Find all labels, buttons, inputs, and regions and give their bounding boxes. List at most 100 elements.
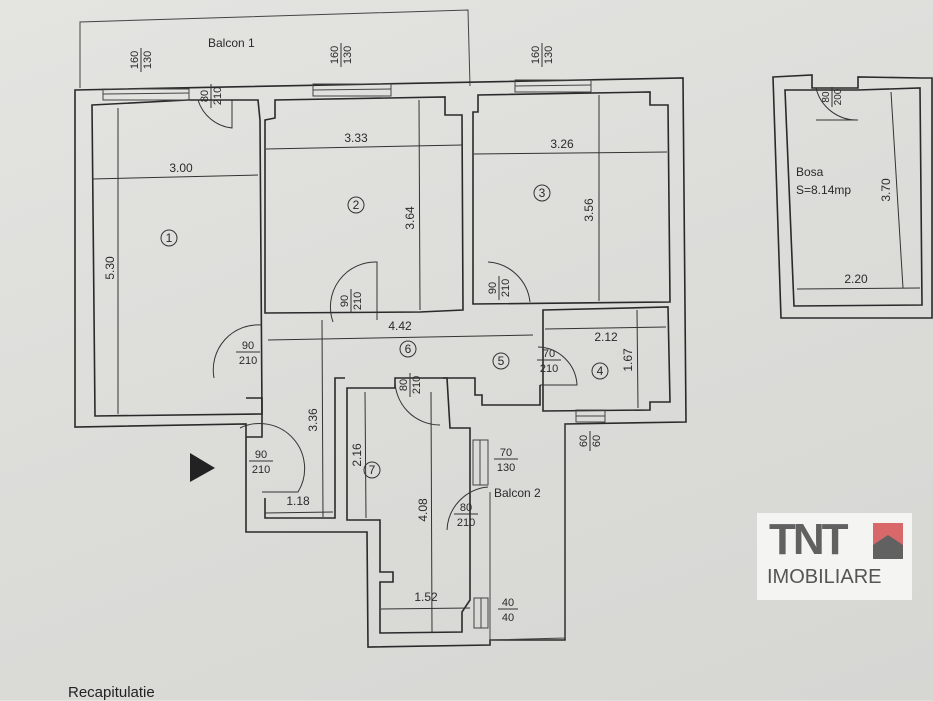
svg-text:60: 60: [578, 435, 590, 447]
svg-text:90: 90: [487, 282, 499, 294]
window-room-2: [312, 83, 392, 97]
balcon-1-label: Balcon 1: [208, 36, 255, 50]
svg-text:200: 200: [833, 88, 844, 105]
tnt-imobiliare-logo: TNT IMOBILIARE: [757, 513, 912, 600]
room-2-wall: [264, 96, 464, 314]
room-3-wall: [472, 91, 671, 305]
svg-text:3.56: 3.56: [582, 198, 596, 222]
bosa-outer-wall: [772, 74, 933, 319]
svg-text:210: 210: [457, 517, 475, 529]
apartment-outer-wall: [74, 77, 687, 648]
svg-text:90: 90: [339, 295, 351, 307]
entrance-arrow-icon: [190, 453, 215, 482]
svg-text:210: 210: [252, 464, 270, 476]
svg-text:40: 40: [502, 612, 514, 624]
recapitulation-heading: Recapitulatie: [68, 684, 155, 701]
window-room-4: [575, 409, 606, 423]
svg-text:1.52: 1.52: [414, 590, 438, 604]
svg-text:2.20: 2.20: [844, 272, 868, 286]
room-number-3: 3: [533, 184, 551, 202]
logo-subtitle: IMOBILIARE: [767, 566, 882, 588]
svg-text:80: 80: [199, 90, 211, 102]
svg-text:4.08: 4.08: [416, 498, 430, 522]
svg-text:130: 130: [543, 46, 555, 64]
svg-text:2.12: 2.12: [594, 330, 618, 344]
svg-text:3.36: 3.36: [306, 408, 320, 432]
room-number-5: 5: [492, 352, 510, 370]
room-number-4: 4: [591, 362, 609, 380]
room-5-wall: [443, 377, 541, 406]
svg-text:3.00: 3.00: [169, 161, 193, 175]
svg-text:160: 160: [129, 51, 141, 69]
svg-text:5.30: 5.30: [103, 256, 117, 280]
svg-text:80: 80: [398, 379, 410, 391]
svg-text:5: 5: [498, 354, 505, 368]
svg-text:4: 4: [597, 364, 604, 378]
svg-text:210: 210: [212, 87, 224, 105]
room-number-2: 2: [347, 196, 365, 214]
svg-text:210: 210: [500, 279, 512, 297]
svg-text:90: 90: [255, 449, 267, 461]
door-swings: [197, 87, 859, 531]
bosa-label: Bosa: [796, 165, 824, 179]
room-4-wall: [542, 306, 671, 412]
svg-text:3.70: 3.70: [879, 178, 893, 202]
window-balcon-2: [472, 439, 489, 486]
entry-wall: [264, 377, 345, 519]
svg-text:3.26: 3.26: [550, 137, 574, 151]
svg-text:90: 90: [242, 340, 254, 352]
svg-text:210: 210: [239, 355, 257, 367]
svg-text:210: 210: [540, 363, 558, 375]
balcony-1-outline: [79, 9, 471, 88]
bosa-area: S=8.14mp: [796, 183, 851, 197]
balcon-2-label: Balcon 2: [494, 486, 541, 500]
room-number-6: 6: [399, 340, 417, 358]
svg-text:2.16: 2.16: [350, 443, 364, 467]
room-7-wall: [346, 377, 471, 634]
svg-text:6: 6: [405, 342, 412, 356]
svg-text:80: 80: [821, 91, 832, 103]
svg-text:1.67: 1.67: [621, 348, 635, 372]
svg-text:60: 60: [591, 435, 603, 447]
logo-brand: TNT: [769, 515, 849, 564]
svg-text:4.42: 4.42: [388, 319, 412, 333]
svg-text:7: 7: [369, 463, 376, 477]
entry-pillar: [246, 397, 263, 438]
svg-text:160: 160: [329, 46, 341, 64]
svg-text:1: 1: [166, 231, 173, 245]
window-room-7: [473, 597, 489, 629]
room-number-1: 1: [160, 229, 178, 247]
dimension-lines: [91, 91, 921, 633]
svg-text:40: 40: [502, 597, 514, 609]
dimension-labels: 3.00 5.30 3.33 3.64 3.26 3.56 2.12 1.67 …: [103, 131, 893, 604]
svg-text:210: 210: [411, 376, 423, 394]
svg-text:130: 130: [342, 46, 354, 64]
svg-text:3.33: 3.33: [344, 131, 368, 145]
svg-text:3.64: 3.64: [403, 206, 417, 230]
svg-text:130: 130: [497, 462, 515, 474]
svg-text:70: 70: [500, 447, 512, 459]
svg-text:210: 210: [352, 292, 364, 310]
house-roof-icon: [873, 523, 903, 559]
window-room-3: [514, 79, 592, 93]
room-number-7: 7: [363, 461, 381, 479]
window-room-1: [102, 88, 190, 101]
svg-text:1.18: 1.18: [286, 494, 310, 508]
svg-text:3: 3: [539, 186, 546, 200]
svg-text:70: 70: [543, 348, 555, 360]
svg-text:130: 130: [142, 51, 154, 69]
